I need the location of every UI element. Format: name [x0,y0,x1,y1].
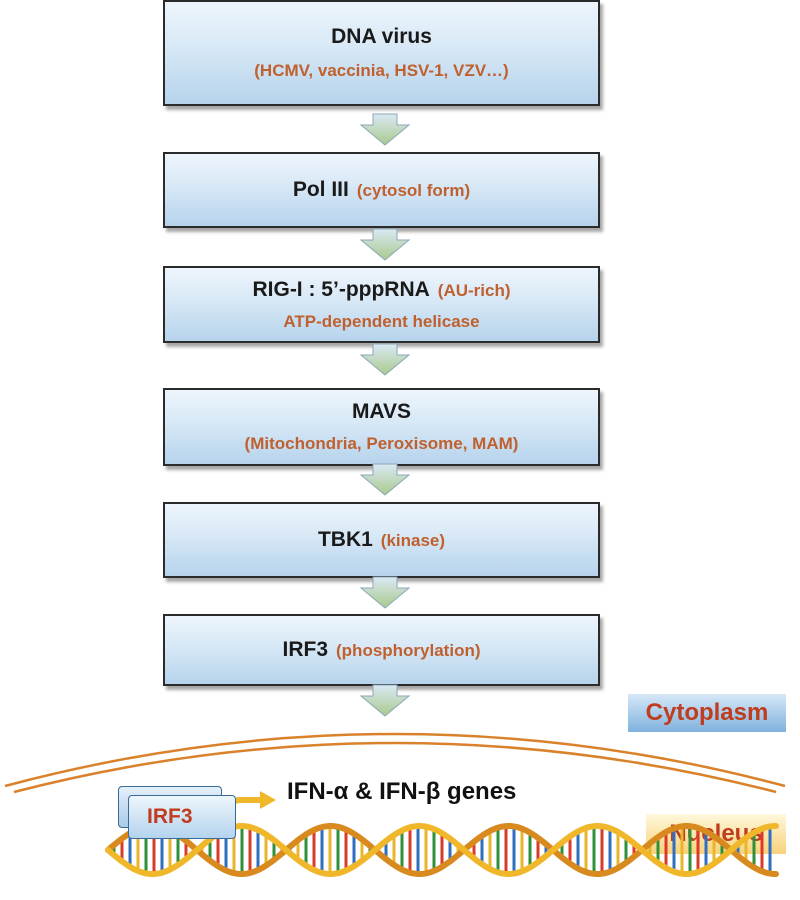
down-arrow-3 [359,343,411,376]
irf3-nuclear-label: IRF3 [128,795,236,839]
tbk1-box: TBK1 (kinase) [163,502,600,578]
irf3-box: IRF3 (phosphorylation) [163,614,600,686]
mavs-locations: (Mitochondria, Peroxisome, MAM) [244,434,519,453]
nuclear-membrane [4,732,786,794]
tbk1-title: TBK1 [317,528,373,551]
down-arrow-4 [359,463,411,496]
ifn-genes-label: IFN-α & IFN-β genes [287,778,517,805]
dna-strand-back [105,823,779,877]
rig-i-note: (AU-rich) [437,280,511,300]
down-arrow-5 [359,576,411,609]
tbk1-note: (kinase) [380,531,446,550]
dna-virus-examples: (HCMV, vaccinia, HSV-1, VZV…) [254,61,509,80]
rig-i-title: RIG-I : 5’-pppRNA [252,277,430,301]
pol-iii-box: Pol III (cytosol form) [163,152,600,228]
rig-i-subtitle: ATP-dependent helicase [283,311,480,331]
dna-virus-box: DNA virus (HCMV, vaccinia, HSV-1, VZV…) [163,0,600,106]
dna-virus-title: DNA virus [331,25,432,48]
pol-iii-title: Pol III [292,178,349,201]
rig-i-box: RIG-I : 5’-pppRNA (AU-rich) ATP-dependen… [163,266,600,343]
mavs-box: MAVS (Mitochondria, Peroxisome, MAM) [163,388,600,466]
cytoplasm-label: Cytoplasm [628,694,786,732]
pol-iii-note: (cytosol form) [356,181,471,200]
down-arrow-2 [359,228,411,261]
down-arrow-1 [359,113,411,146]
transcription-arrow [229,791,276,826]
down-arrow-6 [359,684,411,717]
mavs-title: MAVS [351,400,412,423]
irf3-title: IRF3 [282,638,329,661]
irf3-note: (phosphorylation) [336,641,481,660]
